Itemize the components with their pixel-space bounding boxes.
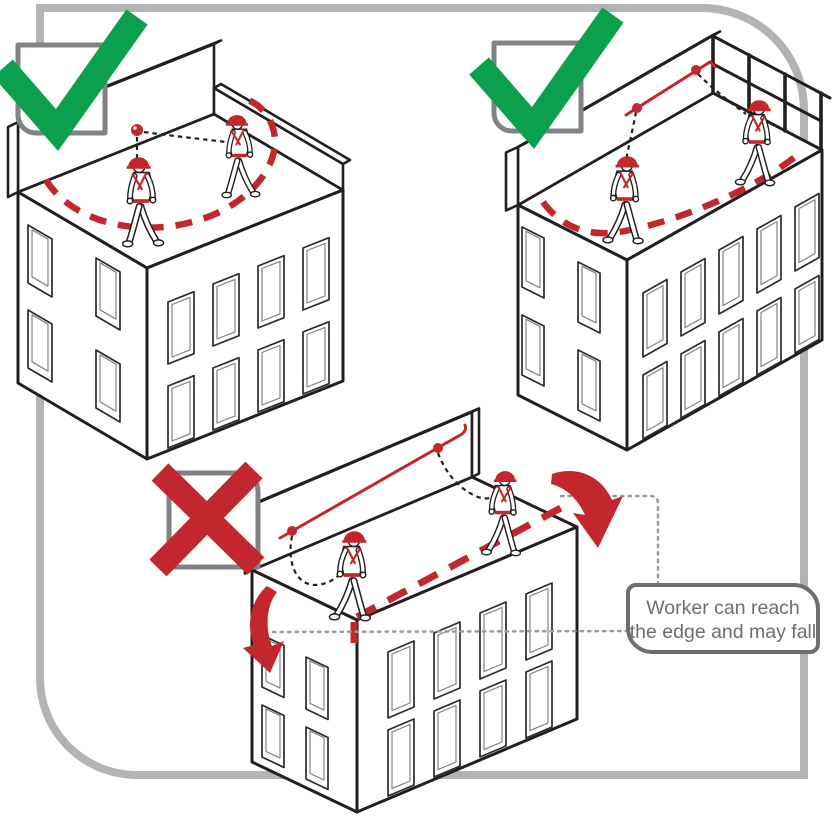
window <box>794 192 820 272</box>
callout-leader-line <box>559 494 660 585</box>
callout-leader-line <box>271 629 628 634</box>
verdict-rejected <box>149 461 265 577</box>
window <box>642 360 668 440</box>
window <box>521 314 545 387</box>
window <box>212 356 240 431</box>
fall-arrow-icon <box>551 471 623 548</box>
lifeline-slider-icon <box>632 103 642 113</box>
reach-line <box>355 498 574 621</box>
window <box>680 257 706 337</box>
verdict-approved-2 <box>469 7 624 150</box>
building-unsafe-lifeline <box>243 407 579 814</box>
green-checkmark-icon <box>0 9 148 152</box>
red-cross-icon <box>149 461 263 577</box>
window <box>167 290 195 365</box>
window <box>479 601 507 680</box>
green-checkmark-icon <box>469 7 624 150</box>
callout-text-line1: Worker can reach <box>646 597 800 619</box>
window <box>257 254 285 329</box>
window <box>387 640 415 719</box>
window <box>577 349 601 422</box>
window <box>305 656 329 721</box>
safe-radius-arc <box>540 150 803 237</box>
lanyard-line <box>624 111 638 161</box>
window <box>521 226 545 299</box>
lifeline-slider-icon <box>691 65 701 75</box>
window <box>302 320 330 395</box>
safe-radius-arc <box>43 95 279 231</box>
window <box>167 374 195 449</box>
window <box>479 679 507 758</box>
anchor-point-icon <box>131 124 143 136</box>
window <box>387 718 415 797</box>
window <box>756 296 782 376</box>
window <box>261 704 285 769</box>
window <box>433 621 461 700</box>
fall-arrow-icon <box>243 586 284 673</box>
window <box>525 582 553 661</box>
window <box>305 726 329 791</box>
lifeline-slider-icon <box>433 443 443 453</box>
window <box>718 317 744 397</box>
lanyard-line <box>436 452 504 500</box>
window <box>433 699 461 778</box>
window <box>680 339 706 419</box>
page-frame-border <box>36 3 808 779</box>
lanyard-line <box>143 130 227 144</box>
callout-text-line2: the edge and may fall <box>630 621 816 643</box>
building-short-lifeline <box>504 30 832 452</box>
window <box>257 338 285 413</box>
window <box>577 261 601 334</box>
window <box>756 214 782 294</box>
window <box>302 236 330 311</box>
lanyard-line <box>289 535 345 587</box>
horizontal-lifeline <box>278 423 468 540</box>
callout-box <box>626 583 820 654</box>
window <box>212 272 240 347</box>
guardrail <box>711 34 832 152</box>
window <box>642 278 668 358</box>
lifeline-slider-icon <box>287 526 297 536</box>
verdict-approved-1 <box>0 9 148 152</box>
horizontal-lifeline <box>624 60 717 117</box>
window <box>794 274 820 354</box>
warning-callout: Worker can reach the edge and may fall <box>626 583 820 654</box>
window <box>525 660 553 739</box>
window <box>718 235 744 315</box>
